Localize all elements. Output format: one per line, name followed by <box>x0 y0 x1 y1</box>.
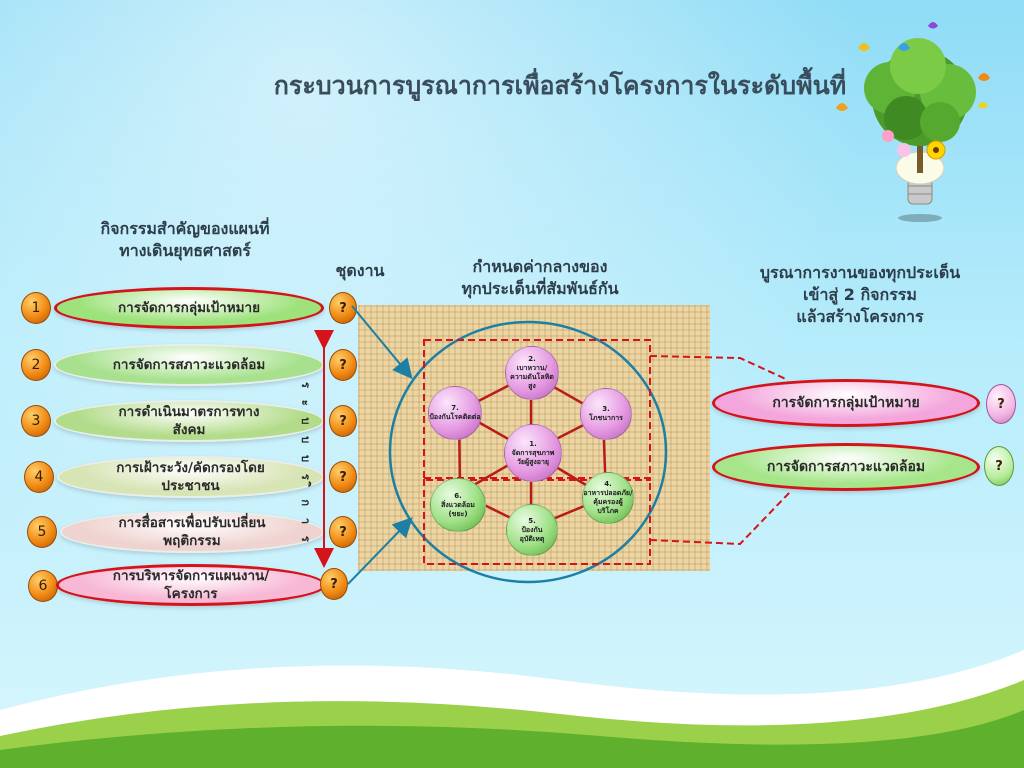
issue-node-5: 5. ป้องกัน อุบัติเหตุ <box>506 504 558 556</box>
arrow-from-activity-1 <box>351 305 413 380</box>
dashed-link-environment <box>649 491 791 546</box>
activity-label-line: การดำเนินมาตรการทาง <box>118 404 260 420</box>
heading-integrate-issues-line: บูรณาการงานของทุกประเด็น <box>759 263 961 282</box>
activity-label-line: สังคม <box>172 422 206 438</box>
issue-node-text: 6. สิ่งแวดล้อม (ขยะ) <box>441 491 475 518</box>
question-badge: ? <box>986 384 1016 424</box>
goal-environment[interactable]: การจัดการสภาวะแวดล้อม <box>712 443 980 491</box>
issue-node-text: 1. จัดการสุขภาพ วัยผู้สูงอายุ <box>511 439 555 466</box>
activity-environment[interactable]: การจัดการสภาวะแวดล้อม <box>54 344 324 386</box>
heading-work-set: ชุดงาน <box>335 261 385 280</box>
activity-label-line: การเฝ้าระวัง/คัดกรองโดย <box>116 460 265 476</box>
issue-node-text: 2. เบาหวาน/ ความดันโลหิต สูง <box>510 355 554 390</box>
goal-label: การจัดการกลุ่มเป้าหมาย <box>772 395 920 411</box>
issue-node-7: 7. ป้องกันโรคติดต่อ <box>428 386 482 440</box>
heading-set-central-values-line: กำหนดค่ากลางของ <box>472 257 608 276</box>
goal-label: การจัดการสภาวะแวดล้อม <box>766 459 926 475</box>
activity-label: การสื่อสารเพื่อปรับเปลี่ยน พฤติกรรม <box>118 514 265 550</box>
issue-node-text: 7. ป้องกันโรคติดต่อ <box>429 404 481 421</box>
activity-surveillance[interactable]: การเฝ้าระวัง/คัดกรองโดย ประชาชน <box>57 456 324 498</box>
activity-number-badge: 4 <box>24 461 54 493</box>
activity-label-line: การบริหารจัดการแผนงาน/ <box>112 568 270 584</box>
activity-label-line: ประชาชน <box>161 478 220 494</box>
issue-node-3: 3. โภชนาการ <box>580 388 632 440</box>
page-title: กระบวนการบูรณาการเพื่อสร้างโครงการในระดั… <box>273 71 847 100</box>
heading-integrate-issues: บูรณาการงานของทุกประเด็น เข้าสู่ 2 กิจกร… <box>718 262 1002 328</box>
arrow-from-activity-6 <box>347 517 413 585</box>
question-badge: ? <box>984 446 1014 486</box>
bottom-wave-decoration <box>0 650 1024 768</box>
issue-node-2: 2. เบาหวาน/ ความดันโลหิต สูง <box>505 346 559 400</box>
activity-number-badge: 1 <box>21 292 51 324</box>
goal-target-group[interactable]: การจัดการกลุ่มเป้าหมาย <box>712 379 980 427</box>
heading-key-activities-line: กิจกรรมสำคัญของแผนที่ <box>100 219 270 238</box>
activity-label-line: การสื่อสารเพื่อปรับเปลี่ยน <box>118 515 266 531</box>
activity-label: การจัดการสภาวะแวดล้อม <box>112 357 266 373</box>
issue-node-text: 5. ป้องกัน อุบัติเหตุ <box>519 516 545 543</box>
activity-target-group[interactable]: การจัดการกลุ่มเป้าหมาย <box>54 287 324 329</box>
issue-node-1: 1. จัดการสุขภาพ วัยผู้สูงอายุ <box>504 424 562 482</box>
activity-label-line: โครงการ <box>164 586 218 602</box>
issue-node-text: 3. โภชนาการ <box>589 405 623 422</box>
heading-key-activities-line: ทางเดินยุทธศาสตร์ <box>119 241 251 260</box>
heading-integrate-issues-line: แล้วสร้างโครงการ <box>796 307 924 326</box>
dashed-link-target-group <box>649 355 789 381</box>
activity-label: การจัดการกลุ่มเป้าหมาย <box>117 300 261 316</box>
service-system-label: ร ะ บ บ บ ร ิ ก า ร <box>299 382 312 546</box>
activity-label: การดำเนินมาตรการทาง สังคม <box>119 403 260 439</box>
question-badge: ? <box>320 568 348 600</box>
issue-node-text: 4. อาหารปลอดภัย/ คุ้มครองผู้ บริโภค <box>583 480 633 515</box>
heading-set-central-values-line: ทุกประเด็นที่สัมพันธ์กัน <box>461 279 619 298</box>
question-badge: ? <box>329 292 357 324</box>
heading-integrate-issues-line: เข้าสู่ 2 กิจกรรม <box>803 285 917 304</box>
activity-number-badge: 3 <box>21 405 51 437</box>
heading-key-activities: กิจกรรมสำคัญของแผนที่ ทางเดินยุทธศาสตร์ <box>60 218 310 262</box>
activity-label-line: พฤติกรรม <box>163 533 221 549</box>
activity-label: การเฝ้าระวัง/คัดกรองโดย ประชาชน <box>116 459 265 495</box>
activity-social-measures[interactable]: การดำเนินมาตรการทาง สังคม <box>54 400 324 442</box>
activity-number-badge: 2 <box>21 349 51 381</box>
heading-set-central-values: กำหนดค่ากลางของ ทุกประเด็นที่สัมพันธ์กัน <box>420 256 660 300</box>
issue-node-4: 4. อาหารปลอดภัย/ คุ้มครองผู้ บริโภค <box>582 472 634 524</box>
issue-node-6: 6. สิ่งแวดล้อม (ขยะ) <box>430 478 486 532</box>
integration-circle <box>388 320 668 584</box>
activity-number-badge: 5 <box>27 516 57 548</box>
activity-label: การบริหารจัดการแผนงาน/ โครงการ <box>113 567 269 603</box>
tree-lightbulb-illustration <box>836 22 990 222</box>
activity-communication[interactable]: การสื่อสารเพื่อปรับเปลี่ยน พฤติกรรม <box>60 511 324 553</box>
